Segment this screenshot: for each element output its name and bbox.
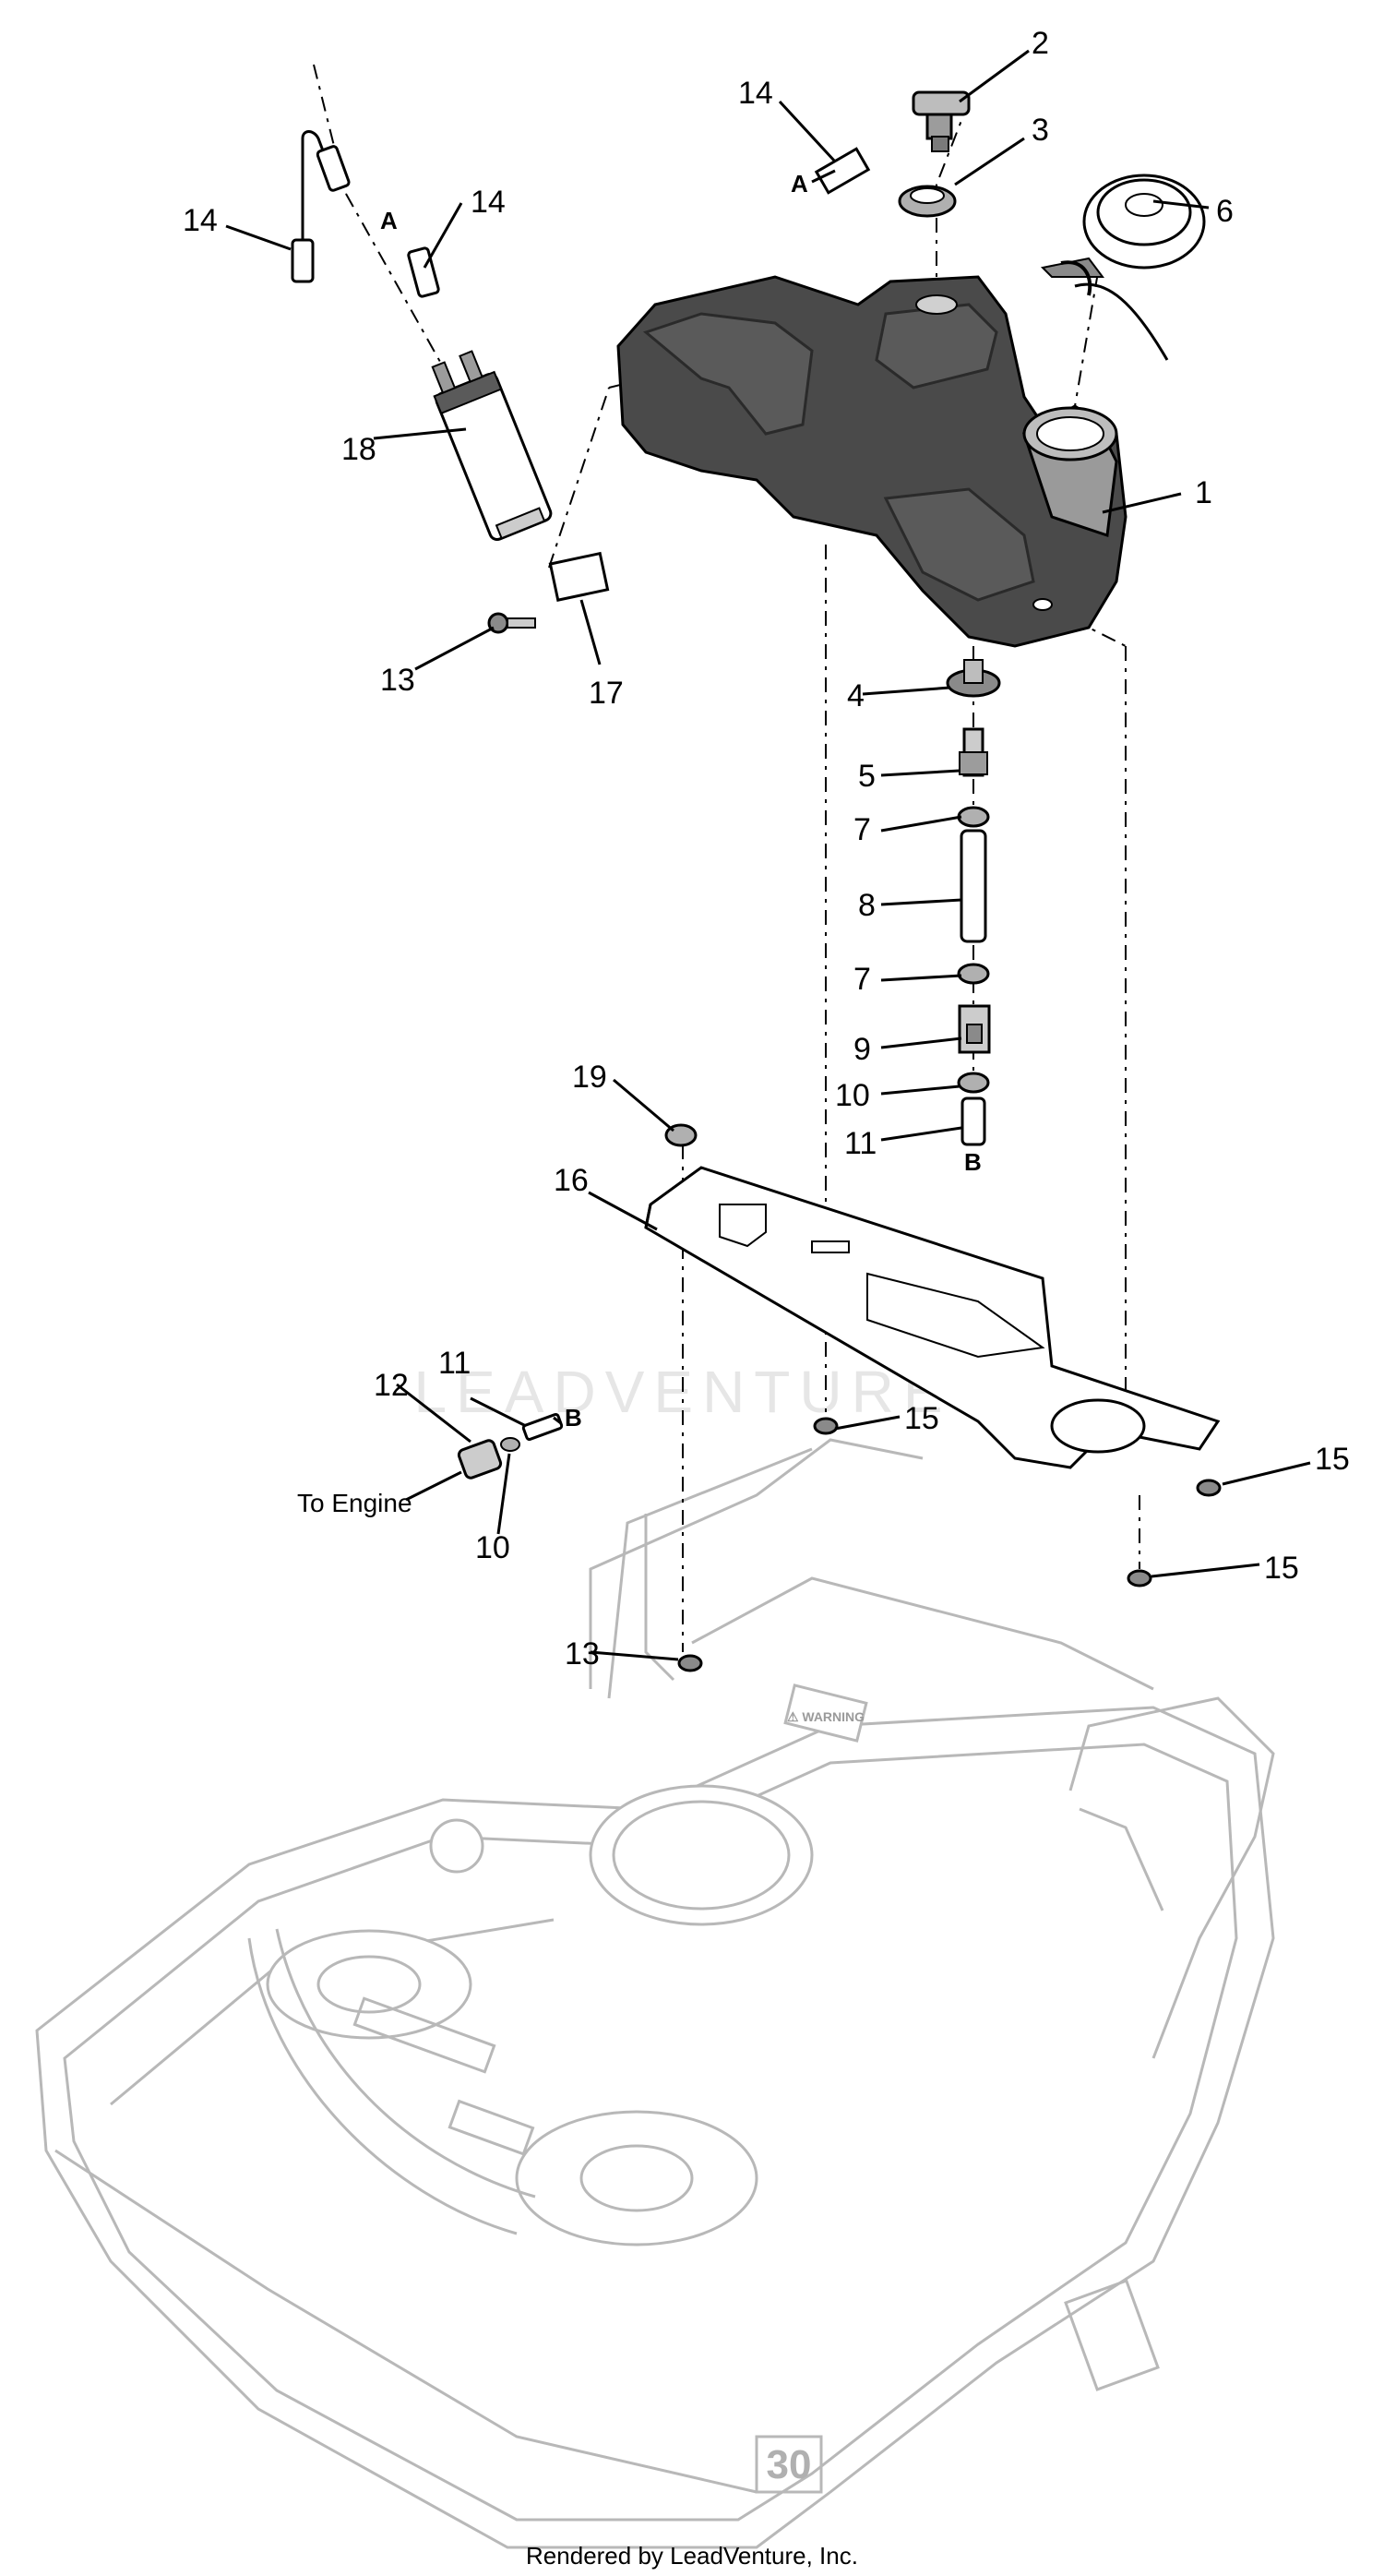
to-engine-label: To Engine [297, 1489, 412, 1517]
callout-18: 18 [341, 432, 376, 467]
callout-5: 5 [858, 759, 876, 794]
fuel-components [291, 90, 1222, 1672]
callout-6: 6 [1216, 194, 1234, 229]
callout-15-lower: 15 [1264, 1551, 1299, 1586]
callout-11-tank: 11 [844, 1126, 877, 1161]
callout-1: 1 [1195, 475, 1212, 510]
callout-2: 2 [1032, 26, 1049, 61]
fuel-tank [616, 275, 1127, 648]
callout-7-lower: 7 [853, 962, 871, 997]
callout-10-engine: 10 [475, 1530, 510, 1565]
callout-7-upper: 7 [853, 812, 871, 847]
callout-8: 8 [858, 888, 876, 923]
callout-13-upper: 13 [380, 663, 415, 698]
callout-9: 9 [853, 1032, 871, 1067]
connector-a-filter: A [380, 207, 398, 234]
callout-4: 4 [847, 678, 865, 713]
callout-15-bracket: 15 [904, 1401, 939, 1436]
connector-b-engine: B [565, 1404, 582, 1432]
callout-12: 12 [374, 1368, 409, 1403]
footer-credit: Rendered by LeadVenture, Inc. [526, 2542, 858, 2570]
callout-14-left: 14 [183, 203, 218, 238]
callout-15-right: 15 [1315, 1442, 1350, 1477]
callout-13-lower: 13 [565, 1636, 600, 1671]
callout-16: 16 [554, 1163, 589, 1198]
callout-17: 17 [589, 676, 624, 711]
deck-warning-decal: ⚠ WARNING [787, 1709, 865, 1724]
callout-labels: 1 2 3 4 5 6 7 8 7 9 10 11 10 11 12 13 13… [183, 26, 1350, 1671]
callout-14-filter: 14 [471, 185, 506, 220]
callout-3: 3 [1032, 113, 1049, 148]
callout-14-valve: 14 [738, 76, 773, 111]
connector-labels: A A B B To Engine [297, 170, 982, 1517]
deck-size-decal: 30 [767, 2442, 812, 2487]
connector-a-valve: A [791, 170, 808, 198]
fuel-cap [1040, 174, 1206, 361]
connector-b-tank: B [964, 1148, 982, 1176]
callout-19: 19 [572, 1060, 607, 1095]
leader-lines [225, 49, 1311, 1661]
callout-10-tank: 10 [835, 1078, 870, 1113]
callout-11-engine: 11 [438, 1346, 471, 1381]
mower-deck: ⚠ WARNING 30 [35, 1438, 1275, 2549]
